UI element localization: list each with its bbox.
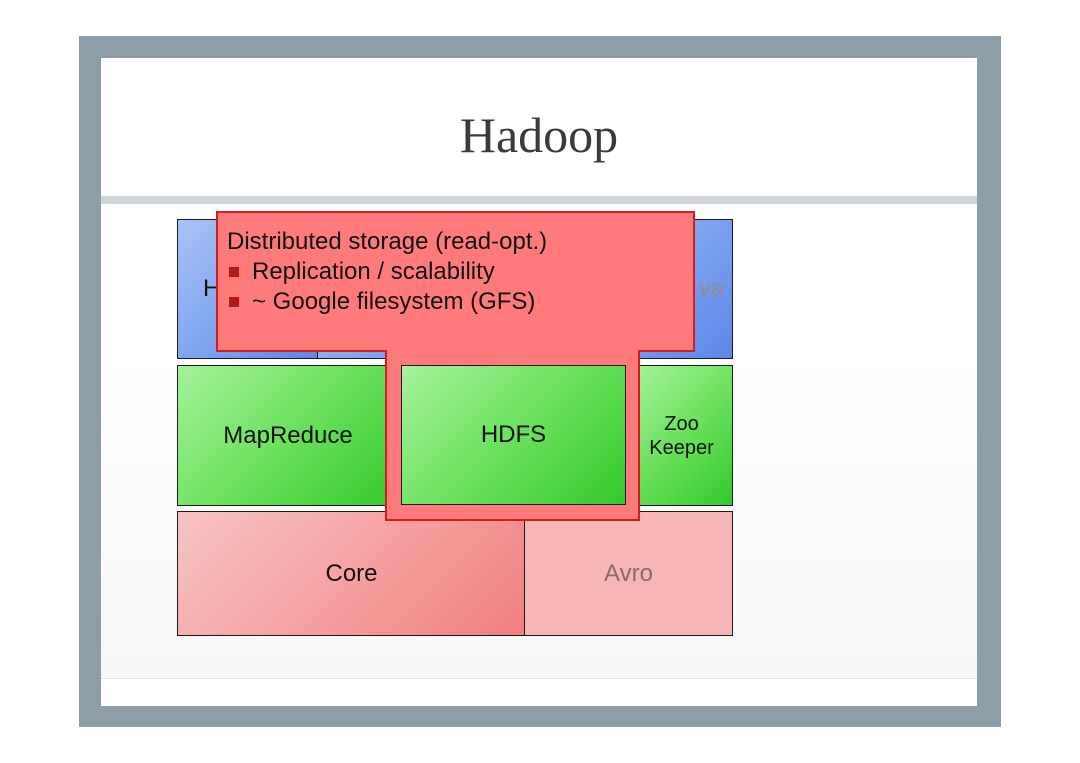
top-right-label: va <box>698 275 724 302</box>
slide-title: Hadoop <box>459 107 619 163</box>
zookeeper-line2: Keeper <box>649 436 714 459</box>
callout-heading: Distributed storage (read-opt.) <box>227 228 548 255</box>
callout-text: Distributed storage (read-opt.) Replicat… <box>227 227 547 317</box>
core-box: Core <box>177 511 526 636</box>
zookeeper-label: Zoo Keeper <box>649 412 714 460</box>
callout-bullet-1: Replication / scalability <box>227 257 547 287</box>
callout-bullet-2: ~ Google filesystem (GFS) <box>227 287 547 317</box>
hdfs-box: HDFS <box>401 365 626 505</box>
hdfs-callout-top <box>216 211 695 352</box>
zookeeper-box: Zoo Keeper <box>630 365 733 506</box>
mapreduce-box: MapReduce <box>177 365 399 506</box>
mapreduce-label: MapReduce <box>223 421 353 449</box>
core-label: Core <box>325 559 378 587</box>
callout-bullet-1-text: Replication / scalability <box>252 258 495 285</box>
zookeeper-line1: Zoo <box>664 412 699 435</box>
square-bullet-icon <box>229 297 239 307</box>
title-area: Hadoop <box>101 58 977 197</box>
avro-label: Avro <box>604 559 653 587</box>
footer-divider <box>101 678 977 679</box>
square-bullet-icon <box>229 267 239 277</box>
callout-bullet-2-text: ~ Google filesystem (GFS) <box>252 288 536 315</box>
title-divider <box>101 197 977 204</box>
hdfs-label: HDFS <box>480 421 547 448</box>
hdfs-callout-join <box>387 348 638 352</box>
avro-box: Avro <box>524 511 733 636</box>
